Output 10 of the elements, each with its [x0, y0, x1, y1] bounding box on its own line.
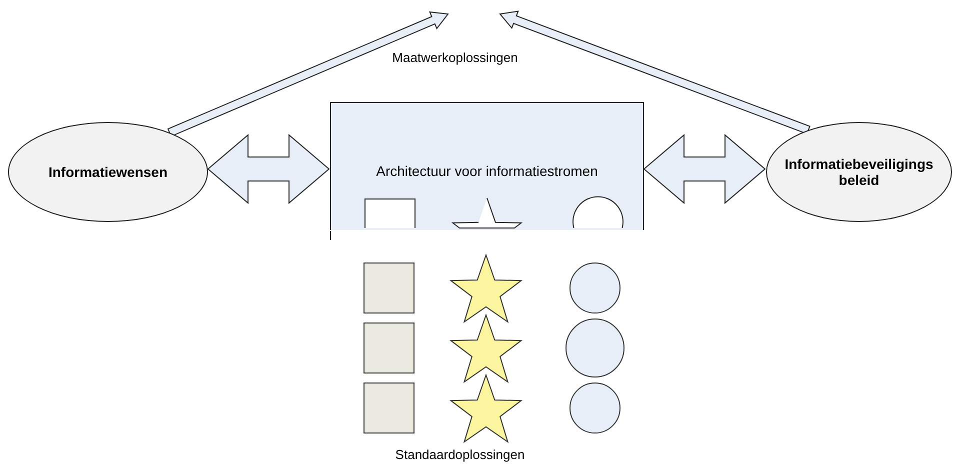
node-text: Architectuur voor informatiestromen	[376, 163, 598, 179]
block-arrow	[643, 134, 766, 204]
node-text: Informatiebeveiligings beleid	[784, 156, 934, 188]
caption-text: Maatwerkoplossingen	[392, 50, 518, 65]
block-arrow	[167, 11, 449, 137]
caption-text: Standaardoplossingen	[395, 447, 525, 462]
process-box	[330, 102, 644, 230]
node-text: Informatiewensen	[48, 164, 168, 180]
block-arrow	[207, 134, 330, 204]
block-arrow	[499, 10, 810, 134]
